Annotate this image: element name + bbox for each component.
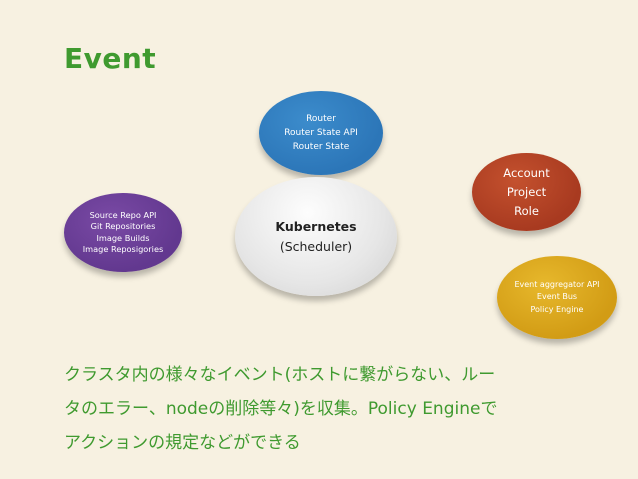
source-repo-node-line: Git Repositories [90,221,156,231]
account-node-line: Account [503,165,550,180]
kubernetes-node-subtitle: (Scheduler) [279,238,353,254]
router-node-line: Router State [292,142,350,152]
description-text: クラスタ内の様々なイベント(ホストに繋がらない、ルー タのエラー、nodeの削除… [64,358,624,460]
kubernetes-node-title: Kubernetes [275,218,357,234]
router-node: Router Router State API Router State [259,91,383,175]
source-repo-node: Source Repo API Git Repositories Image B… [64,193,182,272]
source-repo-node-line: Image Builds [96,232,150,243]
event-aggregator-node: Event aggregator API Event Bus Policy En… [497,256,617,339]
description-line: タのエラー、nodeの削除等々)を収集。Policy Engineで [64,399,498,419]
event-aggregator-node-line: Event aggregator API [514,279,600,289]
router-node-line: Router [306,114,336,124]
account-node: Account Project Role [472,153,581,231]
source-repo-node-line: Image Reposigories [82,244,164,254]
account-node-line: Role [514,203,539,218]
event-aggregator-node-line: Policy Engine [530,304,584,314]
kubernetes-node: Kubernetes (Scheduler) [235,177,397,296]
source-repo-node-line: Source Repo API [89,209,157,220]
account-node-line: Project [506,184,547,199]
description-line: クラスタ内の様々なイベント(ホストに繋がらない、ルー [64,365,496,385]
event-aggregator-node-line: Event Bus [536,292,578,302]
slide-title: Event [64,42,157,75]
description-line: アクションの規定などができる [64,433,301,453]
router-node-line: Router State API [284,128,358,138]
